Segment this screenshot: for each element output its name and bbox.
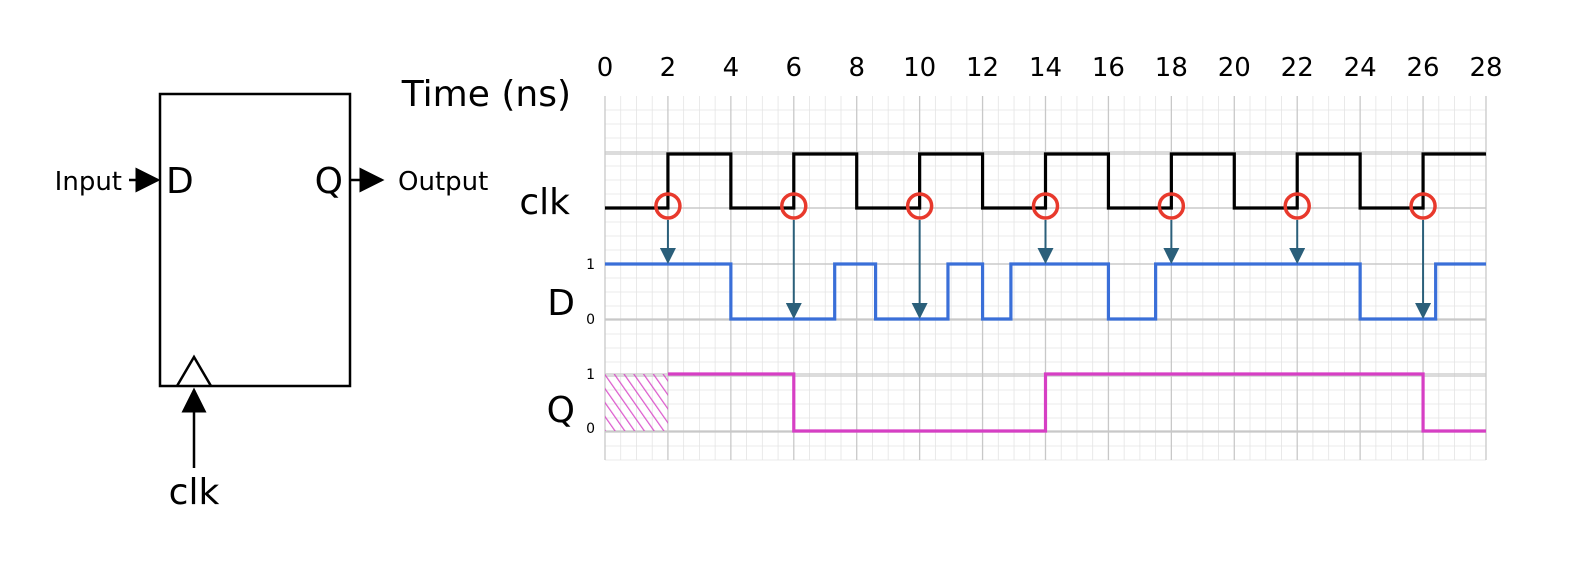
- d-pin-label: D: [166, 161, 194, 202]
- input-label: Input: [55, 167, 122, 197]
- clock-input-label: clk: [169, 472, 220, 513]
- rising-edge-marker: [1409, 192, 1437, 220]
- sample-arrows: [659, 220, 1432, 319]
- time-tick-label: 18: [1155, 53, 1188, 83]
- d-level-low: 0: [586, 312, 595, 328]
- rising-edge-marker: [1283, 192, 1311, 220]
- q-unknown-hatch: [605, 374, 668, 431]
- time-tick-label: 20: [1218, 53, 1251, 83]
- time-tick-label: 28: [1469, 53, 1502, 83]
- time-tick-label: 22: [1281, 53, 1314, 83]
- time-tick-label: 8: [848, 53, 865, 83]
- clk-signal-label: clk: [519, 182, 570, 223]
- flip-flop-symbol: Input D Q Output clk: [55, 92, 488, 513]
- rising-edge-marker: [654, 192, 682, 220]
- rising-edge-markers: [654, 192, 1437, 220]
- q-level-low: 0: [586, 421, 595, 437]
- time-axis-label: Time (ns): [401, 74, 571, 115]
- time-tick-label: 2: [660, 53, 677, 83]
- d-waveform: [605, 262, 1486, 321]
- d-level-high: 1: [586, 257, 595, 273]
- time-tick-label: 16: [1092, 53, 1125, 83]
- flip-flop-body: [158, 92, 352, 388]
- time-tick-label: 4: [723, 53, 740, 83]
- clk-waveform: [605, 152, 1486, 210]
- d-signal-label: D: [547, 283, 575, 324]
- time-tick-label: 12: [966, 53, 999, 83]
- q-pin-label: Q: [315, 161, 343, 202]
- rising-edge-marker: [1031, 192, 1060, 220]
- q-waveform: [667, 372, 1486, 433]
- time-tick-label: 24: [1344, 53, 1377, 83]
- time-tick-label: 0: [597, 53, 614, 83]
- q-level-high: 1: [586, 367, 595, 383]
- clock-triangle-icon: [175, 354, 213, 387]
- q-signal-label: Q: [547, 390, 575, 431]
- rising-edge-marker: [1157, 192, 1186, 220]
- time-tick-label: 26: [1407, 53, 1440, 83]
- waveforms: [605, 152, 1486, 433]
- rising-edge-marker: [905, 192, 934, 220]
- time-tick-label: 10: [903, 53, 936, 83]
- rising-edge-marker: [780, 192, 808, 220]
- time-tick-label: 14: [1029, 53, 1062, 83]
- output-label: Output: [398, 167, 488, 197]
- time-tick-label: 6: [786, 53, 803, 83]
